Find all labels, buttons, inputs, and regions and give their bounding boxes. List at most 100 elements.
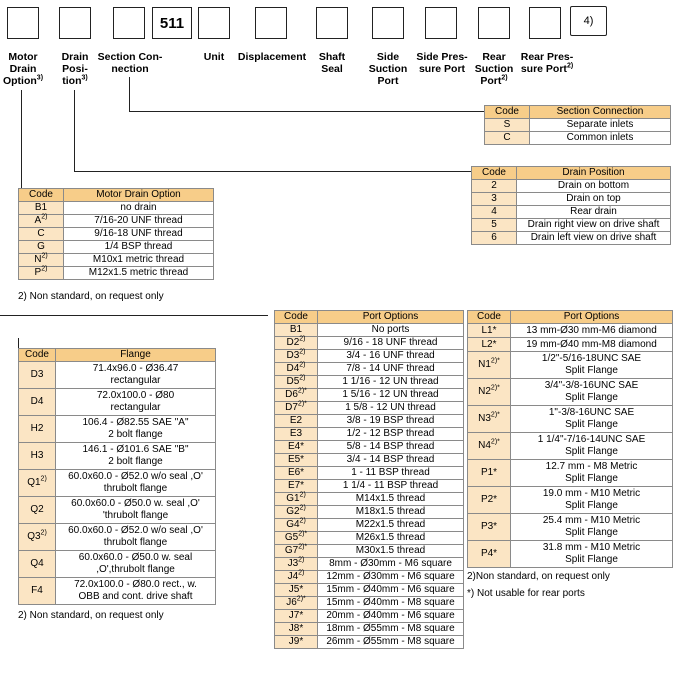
row-value: M26x1.5 thread [317,531,464,545]
row-value-line-2: thrubolt flange [103,483,168,494]
table-row: G72)*M30x1.5 thread [274,543,464,558]
table-row: A2)7/16-20 UNF thread [18,213,214,228]
row-code: Q12) [18,469,56,497]
side-suction-port-box [372,7,404,39]
row-code: 6 [471,231,517,245]
row-value: no drain [63,201,214,215]
table-row: Q32)60.0x60.0 - Ø52.0 w/o seal ,O'thrubo… [18,523,216,551]
row-code-text: J8* [288,623,304,634]
row-code-text: E5* [287,454,305,465]
row-code-note: 2)* [490,438,500,446]
label-drain-position: Drain Posi- tion3) [61,51,89,87]
table-row: D42)7/8 - 14 UNF thread [274,361,464,376]
row-value: M18x1.5 thread [317,505,464,519]
row-code-text: D4 [30,396,44,407]
row-code-text: E6* [287,467,305,478]
row-code-text: 2 [491,180,497,191]
table-row: B1 no drain [18,201,214,215]
row-code-note: 2)* [298,543,308,551]
row-code: E3 [274,427,318,441]
row-code: D3 [18,361,56,389]
table-row: Q12)60.0x60.0 - Ø52.0 w/o seal ,O'thrubo… [18,469,216,497]
row-value-line-1: 146.1 - Ø101.6 SAE "B" [82,444,189,455]
shaft-seal-box [316,7,348,39]
row-value-line-1: 12.7 mm - M8 Metric [545,461,638,472]
label-shaft-seal: Shaft Seal [318,51,346,75]
row-code-note: 2) [299,504,306,512]
label-unit: Unit [203,51,225,63]
row-code-text: D2 [286,337,300,348]
row-code: S [484,118,530,132]
row-code-text: J6 [286,597,297,608]
row-code-note: 2) [41,213,48,221]
displacement-box [255,7,287,39]
row-code: J32) [274,557,318,571]
row-code-text: B1 [34,202,48,213]
row-value-line-1: 3/4"-3/8-16UNC SAE [544,380,639,391]
row-code-text: C [37,228,45,239]
row-code-text: S [503,119,511,130]
row-code: J5* [274,583,318,597]
row-code: D52) [274,375,318,389]
row-value-line-2: Split Flange [565,365,618,376]
table-row: L2*19 mm-Ø40 mm-M8 diamond [467,337,673,352]
row-value: 1 - 11 BSP thread [317,466,464,480]
table-row: D22)9/16 - 18 UNF thread [274,336,464,350]
row-code: E2 [274,414,318,428]
column-header-value: Flange [55,348,216,362]
row-code: J42) [274,570,318,584]
table-row: P2)M12x1.5 metric thread [18,266,214,280]
row-code-note: 2) [299,491,306,499]
connector-drain-h [74,171,471,172]
row-value: 7/8 - 14 UNF thread [317,362,464,376]
row-code-note: 2) [40,529,47,537]
row-value: 18mm - Ø55mm - M8 square [317,622,464,636]
row-code-note: 2) [299,361,306,369]
row-code: D22) [274,336,318,350]
row-code-text: 5 [491,219,497,230]
row-value: 20mm - Ø40mm - M6 square [317,609,464,623]
row-code: E6* [274,466,318,480]
label-side-pressure-port: Side Pres- sure Port [416,51,468,75]
row-code: C [484,131,530,145]
row-code: E7* [274,479,318,493]
row-value-line-2: Split Flange [565,473,618,484]
row-value-line-2: 'thrubolt flange [102,510,169,521]
label-rear-pressure-port: Rear Pres- sure Port2) [520,51,574,75]
row-value-line-2: OBB and cont. drive shaft [78,591,193,602]
row-code: H3 [18,442,56,470]
row-value-line-1: 1"-3/8-16UNC SAE [548,407,635,418]
row-value: 106.4 - Ø82.55 SAE "A"2 bolt flange [55,415,216,443]
flange-footnote: 2) Non standard, on request only [18,610,164,621]
row-code: E5* [274,453,318,467]
row-code: 2 [471,179,517,193]
connector-motor-v [21,90,22,188]
row-value: 15mm - Ø40mm - M8 square [317,596,464,610]
row-code: G52)* [274,531,318,545]
model-value-box: 511 [152,7,192,39]
label-rear-suction-port: Rear Suction Port2) [474,51,514,87]
row-value-line-1: 72.0x100.0 - Ø80.0 rect., w. [74,579,197,590]
row-value-line-2: Split Flange [565,392,618,403]
row-code-text: C [503,132,511,143]
row-code-note: 2)* [296,595,306,603]
table-row: G12)M14x1.5 thread [274,491,464,506]
row-code-text: G4 [286,519,300,530]
row-code: P2) [18,266,64,280]
row-code-text: L2* [481,338,497,350]
row-code-text: Q2 [30,504,44,515]
